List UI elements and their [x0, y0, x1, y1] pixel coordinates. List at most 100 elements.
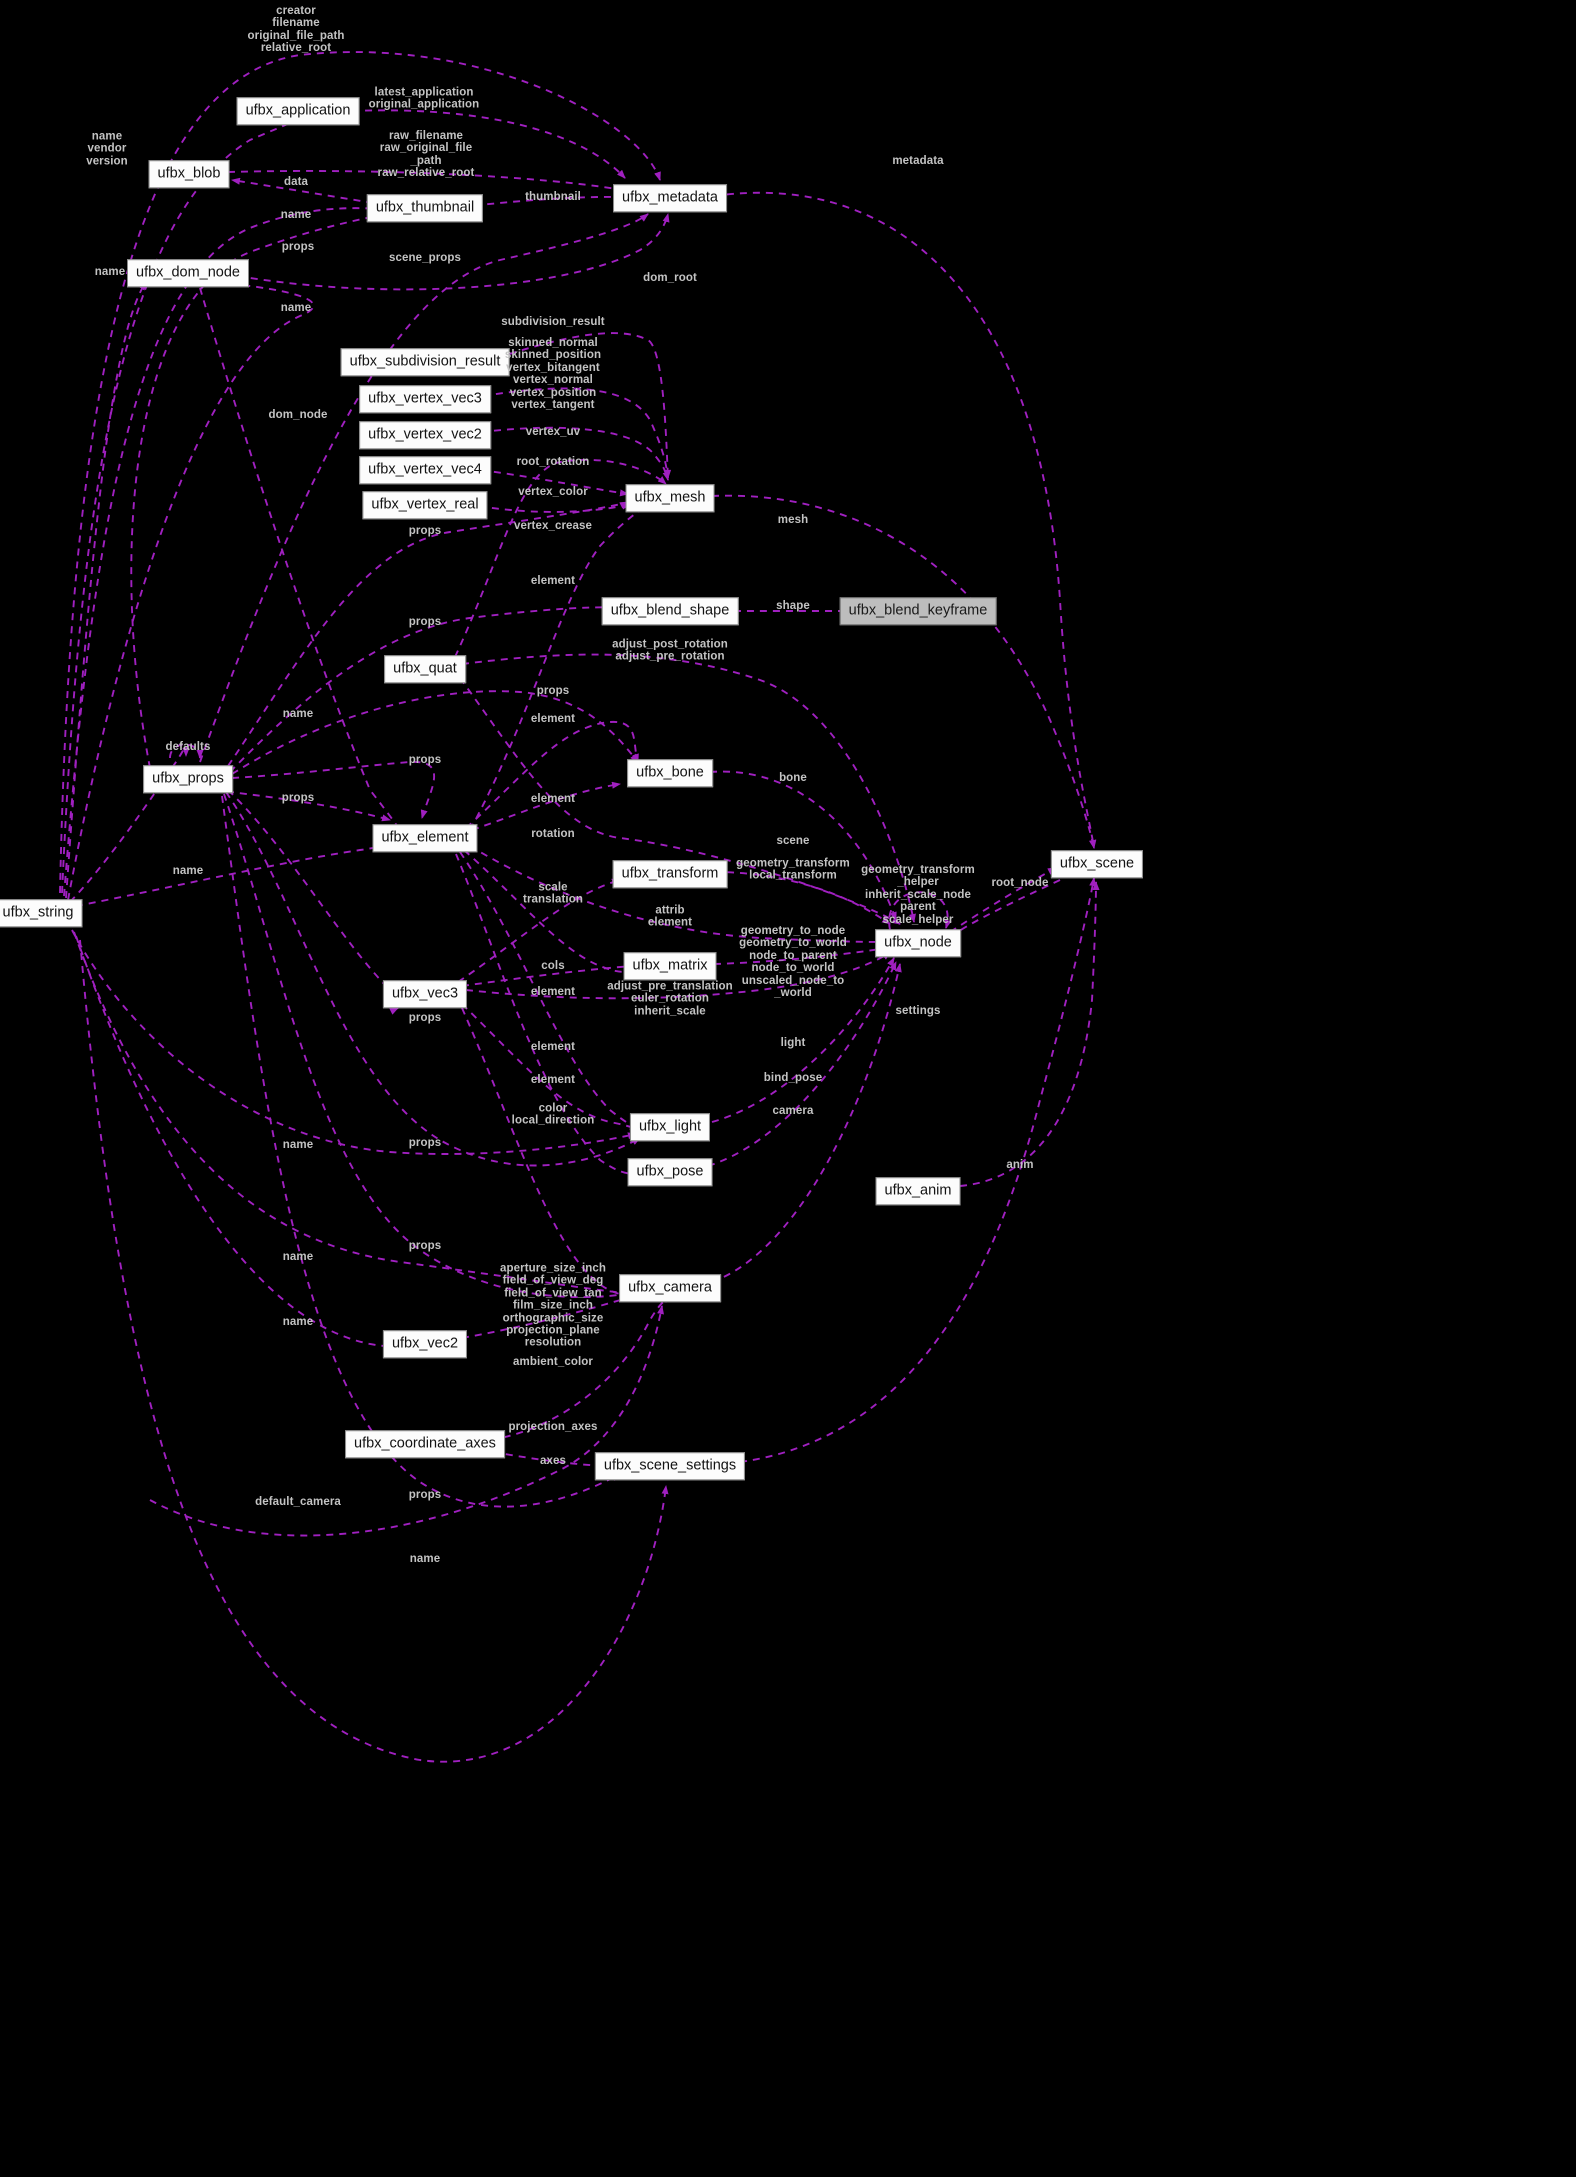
edge-label-lbl-props-10: props	[408, 1488, 442, 1501]
node-ufbx_coordinate_axes[interactable]: ufbx_coordinate_axes	[345, 1430, 505, 1458]
edge-ufbx_element-to-ufbx_bone	[471, 781, 621, 831]
edge-label-lbl-anim: anim	[1006, 1158, 1034, 1171]
node-ufbx_props[interactable]: ufbx_props	[143, 765, 233, 793]
edge-label-lbl-element-5: element	[530, 1040, 576, 1053]
node-ufbx_light[interactable]: ufbx_light	[629, 1113, 711, 1141]
node-ufbx_vertex_vec4[interactable]: ufbx_vertex_vec4	[359, 456, 491, 484]
node-ufbx_blend_shape[interactable]: ufbx_blend_shape	[601, 597, 739, 625]
edge-label-lbl-projection-axes: projection_axes	[508, 1420, 598, 1433]
edge-label-lbl-adjust-pre-trans: adjust_pre_translation euler_rotation in…	[607, 980, 733, 1018]
edge-label-lbl-name-6: name	[282, 1138, 314, 1151]
edge-label-lbl-adjust-rot: adjust_post_rotation adjust_pre_rotation	[612, 638, 728, 663]
node-ufbx_thumbnail[interactable]: ufbx_thumbnail	[366, 194, 484, 222]
edge-label-lbl-bind-pose: bind_pose	[763, 1071, 823, 1084]
edge-label-lbl-data: data	[283, 175, 309, 188]
edge-label-lbl-cols: cols	[541, 959, 565, 972]
edge-ufbx_string-to-ufbx_vec2	[75, 935, 399, 1353]
node-ufbx_transform[interactable]: ufbx_transform	[612, 860, 728, 888]
edge-ufbx_props-to-ufbx_element	[231, 761, 436, 819]
edge-label-lbl-vertex-color: vertex_color	[518, 485, 588, 498]
edge-ufbx_string-to-ufbx_element	[75, 839, 396, 907]
edge-label-lbl-shape: shape	[776, 599, 810, 612]
edge-label-lbl-element-2: element	[530, 712, 576, 725]
edge-label-lbl-element-1: element	[530, 574, 576, 587]
node-ufbx_vec3[interactable]: ufbx_vec3	[382, 980, 468, 1008]
edge-label-lbl-creator: creator filename original_file_path rela…	[247, 5, 345, 55]
edge-label-lbl-settings: settings	[895, 1004, 941, 1017]
edge-ufbx_element-to-ufbx_bone	[465, 721, 639, 829]
edge-label-lbl-name-9: name	[409, 1552, 441, 1565]
edge-label-lbl-props-2: props	[408, 524, 442, 537]
edge-label-lbl-scene: scene	[776, 834, 810, 847]
node-ufbx_blend_keyframe[interactable]: ufbx_blend_keyframe	[839, 597, 997, 625]
edge-label-lbl-vertex-crease: vertex_crease	[513, 519, 593, 532]
edge-label-lbl-props-3: props	[408, 615, 442, 628]
edge-label-lbl-axes: axes	[540, 1454, 566, 1467]
edge-label-lbl-props-8: props	[408, 1136, 442, 1149]
edge-label-lbl-defaults: defaults	[165, 740, 211, 753]
edge-ufbx_thumbnail-to-ufbx_blob	[231, 177, 387, 206]
edge-label-lbl-subdivision-result: subdivision_result	[501, 315, 605, 328]
edge-label-lbl-element-4: element	[530, 985, 576, 998]
node-ufbx_scene_settings[interactable]: ufbx_scene_settings	[594, 1452, 746, 1480]
edge-label-lbl-props-4: props	[536, 684, 570, 697]
edge-label-lbl-dom-root: dom_root	[643, 271, 697, 284]
edge-label-lbl-skinned: skinned_normal skinned_position vertex_b…	[504, 336, 602, 411]
node-ufbx_vertex_vec2[interactable]: ufbx_vertex_vec2	[359, 421, 491, 449]
node-ufbx_camera[interactable]: ufbx_camera	[619, 1274, 721, 1302]
node-ufbx_mesh[interactable]: ufbx_mesh	[625, 484, 715, 512]
edge-ufbx_element-to-ufbx_matrix	[463, 849, 633, 976]
edge-ufbx_camera-to-ufbx_node	[711, 963, 902, 1283]
node-ufbx_matrix[interactable]: ufbx_matrix	[623, 952, 717, 980]
edge-ufbx_string-to-ufbx_dom_node	[67, 276, 314, 901]
edge-label-lbl-attrib-element: attrib element	[647, 904, 693, 929]
edge-label-lbl-rotation: rotation	[531, 827, 575, 840]
edge-label-lbl-color-local: color local_direction	[511, 1102, 595, 1127]
node-ufbx_vertex_real[interactable]: ufbx_vertex_real	[362, 491, 488, 519]
edge-label-lbl-name-5: name	[172, 864, 204, 877]
edge-ufbx_vertex_real-to-ufbx_mesh	[478, 502, 631, 513]
edge-label-lbl-raw-filename: raw_filename raw_original_file _path raw…	[377, 130, 475, 180]
edge-ufbx_mesh-to-ufbx_scene	[711, 494, 1096, 849]
node-ufbx_metadata[interactable]: ufbx_metadata	[613, 184, 727, 212]
edge-label-lbl-props-7: props	[408, 1011, 442, 1024]
node-ufbx_element[interactable]: ufbx_element	[372, 824, 478, 852]
edge-label-lbl-aperture: aperture_size_inch field_of_view_deg fie…	[500, 1262, 606, 1350]
edge-ufbx_metadata-to-ufbx_scene	[713, 191, 1097, 849]
edge-ufbx_string-to-ufbx_scene_settings	[79, 939, 669, 1763]
edge-label-lbl-scale-translation: scale translation	[523, 881, 583, 906]
edge-ufbx_props-to-ufbx_vec3	[227, 789, 399, 1015]
edge-label-lbl-name-3: name	[280, 301, 312, 314]
node-ufbx_vec2[interactable]: ufbx_vec2	[382, 1330, 468, 1358]
edge-label-lbl-props-9: props	[408, 1239, 442, 1252]
node-ufbx_bone[interactable]: ufbx_bone	[627, 759, 713, 787]
node-ufbx_blob[interactable]: ufbx_blob	[148, 160, 230, 188]
edge-label-lbl-metadata: metadata	[892, 154, 944, 167]
edge-ufbx_anim-to-ufbx_scene	[959, 881, 1100, 1187]
node-ufbx_scene[interactable]: ufbx_scene	[1050, 850, 1144, 878]
node-ufbx_node[interactable]: ufbx_node	[875, 929, 961, 957]
node-ufbx_anim[interactable]: ufbx_anim	[875, 1177, 961, 1205]
edge-label-lbl-geo-to-node: geometry_to_node geometry_to_world node_…	[739, 924, 847, 999]
node-ufbx_quat[interactable]: ufbx_quat	[384, 655, 466, 683]
edge-label-lbl-props-6: props	[281, 791, 315, 804]
edge-label-lbl-bone: bone	[779, 771, 807, 784]
edge-label-lbl-default-camera: default_camera	[255, 1495, 341, 1508]
edge-label-lbl-vertex-uv: vertex_uv	[525, 425, 581, 438]
edge-ufbx_string-to-ufbx_dom_node	[65, 281, 147, 899]
edge-label-lbl-ambient-color: ambient_color	[513, 1355, 593, 1368]
node-ufbx_pose[interactable]: ufbx_pose	[627, 1158, 713, 1186]
edge-label-lbl-name-1: name	[280, 208, 312, 221]
edge-label-lbl-name-vendor: name vendor version	[86, 130, 128, 168]
edge-label-lbl-dom-node: dom_node	[268, 408, 328, 421]
node-ufbx_application[interactable]: ufbx_application	[236, 97, 360, 125]
edge-label-lbl-camera: camera	[772, 1104, 814, 1117]
edge-label-lbl-latest-app: latest_application original_application	[368, 86, 480, 111]
edge-label-lbl-thumbnail: thumbnail	[525, 190, 581, 203]
edge-label-lbl-root-node: root_node	[991, 876, 1049, 889]
node-ufbx_vertex_vec3[interactable]: ufbx_vertex_vec3	[359, 385, 491, 413]
node-ufbx_subdivision_result[interactable]: ufbx_subdivision_result	[340, 348, 510, 376]
node-ufbx_string[interactable]: ufbx_string	[0, 899, 83, 927]
edge-ufbx_string-to-ufbx_thumbnail	[63, 205, 385, 897]
node-ufbx_dom_node[interactable]: ufbx_dom_node	[127, 259, 249, 287]
